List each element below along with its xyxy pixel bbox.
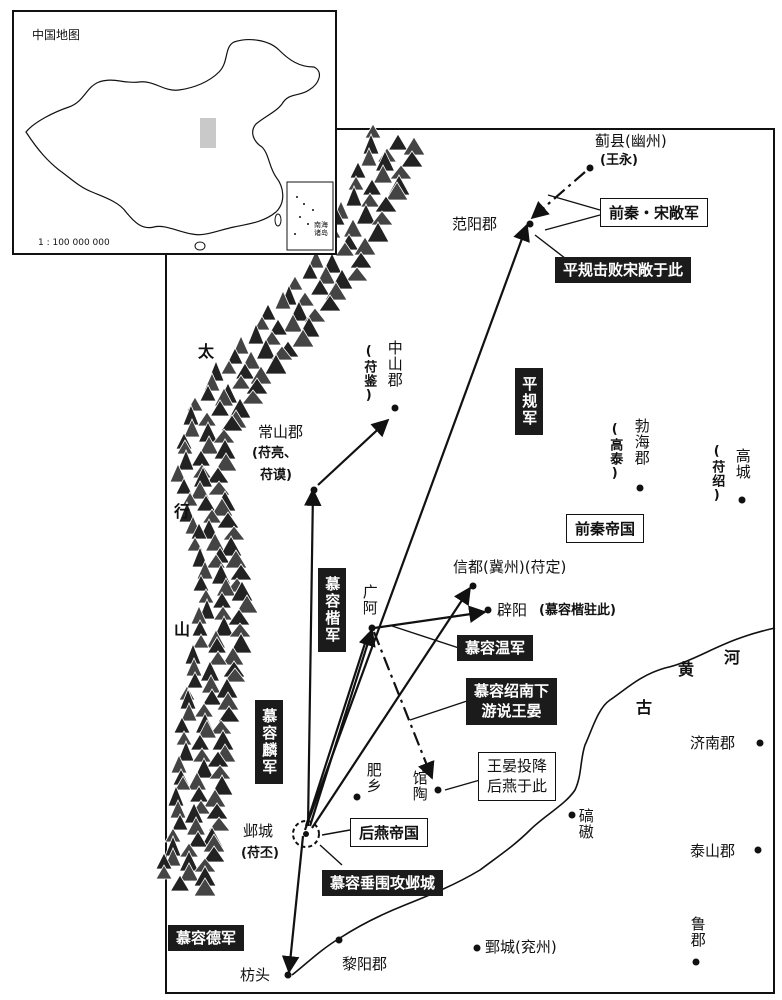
south-sea-label: 南海诸岛 [314, 221, 328, 237]
place-yecheng: 邺城 [243, 822, 274, 840]
label-wang-yan-line2: 后燕于此 [487, 777, 548, 796]
place-bohai-sub: (高泰) [607, 422, 623, 482]
place-changshan-sub2: 苻谟) [260, 468, 292, 483]
label-pinggui-defeat: 平规击败宋敞于此 [555, 257, 692, 284]
place-fangtou: 枋头 [240, 966, 271, 984]
place-qiao: 碻磝 [576, 808, 595, 840]
place-biyang: 辟阳 [497, 601, 528, 619]
label-murong-chui: 慕容垂围攻邺城 [322, 870, 444, 897]
inset-china-map: 中国地图 1 : 100 000 000 南海诸岛 [12, 10, 337, 255]
label-murong-shao-line2: 游说王晏 [481, 702, 542, 721]
place-liyang: 黎阳郡 [342, 955, 388, 973]
place-taishan: 泰山郡 [690, 842, 736, 860]
place-feixiang: 肥乡 [364, 762, 383, 794]
south-sea-box [286, 181, 334, 251]
place-zhongshan: 中山郡 [385, 340, 404, 388]
place-bohai: 勃海郡 [632, 418, 651, 466]
place-yecheng-sub: (苻丕) [241, 846, 279, 861]
place-lu: 鲁郡 [688, 916, 707, 948]
river-char-2: 黄 [678, 660, 695, 679]
label-murong-de: 慕容德军 [168, 925, 245, 952]
place-zhongshan-sub: (苻鉴) [361, 344, 377, 404]
place-changshan: 常山郡 [258, 423, 304, 441]
label-pinggui-army: 平规军 [515, 368, 544, 435]
label-qianqin-empire: 前秦帝国 [566, 514, 645, 543]
inset-scale: 1 : 100 000 000 [38, 238, 110, 248]
highlight-region [200, 118, 216, 148]
place-juancheng: 鄄城(兖州) [485, 938, 557, 956]
place-jixian: 蓟县(幽州) [595, 132, 667, 150]
mountain-char-2: 行 [174, 502, 191, 521]
place-fanyang: 范阳郡 [452, 215, 498, 233]
river-char-1: 古 [636, 698, 653, 717]
label-murong-kai: 慕容楷军 [318, 568, 347, 652]
label-murong-wen: 慕容温军 [457, 635, 534, 662]
mountain-char-3: 山 [174, 620, 191, 639]
place-jinan: 济南郡 [690, 734, 736, 752]
label-murong-lin: 慕容麟军 [255, 700, 284, 784]
inset-title: 中国地图 [32, 28, 81, 42]
place-changshan-sub1: (苻亮、 [252, 446, 297, 461]
label-wang-yan: 王晏投降 后燕于此 [478, 752, 557, 801]
mountain-char-1: 太 [198, 342, 215, 361]
place-guanga: 广阿 [360, 584, 379, 616]
place-jixian-sub: (王永) [600, 153, 638, 168]
label-murong-shao: 慕容绍南下 游说王晏 [466, 678, 558, 725]
label-houyan-empire: 后燕帝国 [350, 818, 429, 847]
label-qianqin-songchang: 前秦・宋敞军 [600, 198, 709, 227]
place-guantao: 馆陶 [410, 770, 429, 802]
place-gaocheng: 高城 [733, 448, 752, 480]
china-outline [25, 39, 334, 251]
label-murong-shao-line1: 慕容绍南下 [474, 682, 550, 700]
place-xindu: 信都(冀州)(苻定) [453, 558, 567, 576]
label-wang-yan-line1: 王晏投降 [487, 757, 548, 775]
place-gaocheng-sub: (苻绍) [709, 444, 725, 504]
river-char-3: 河 [724, 648, 741, 667]
place-biyang-sub: (慕容楷驻此) [539, 603, 616, 618]
